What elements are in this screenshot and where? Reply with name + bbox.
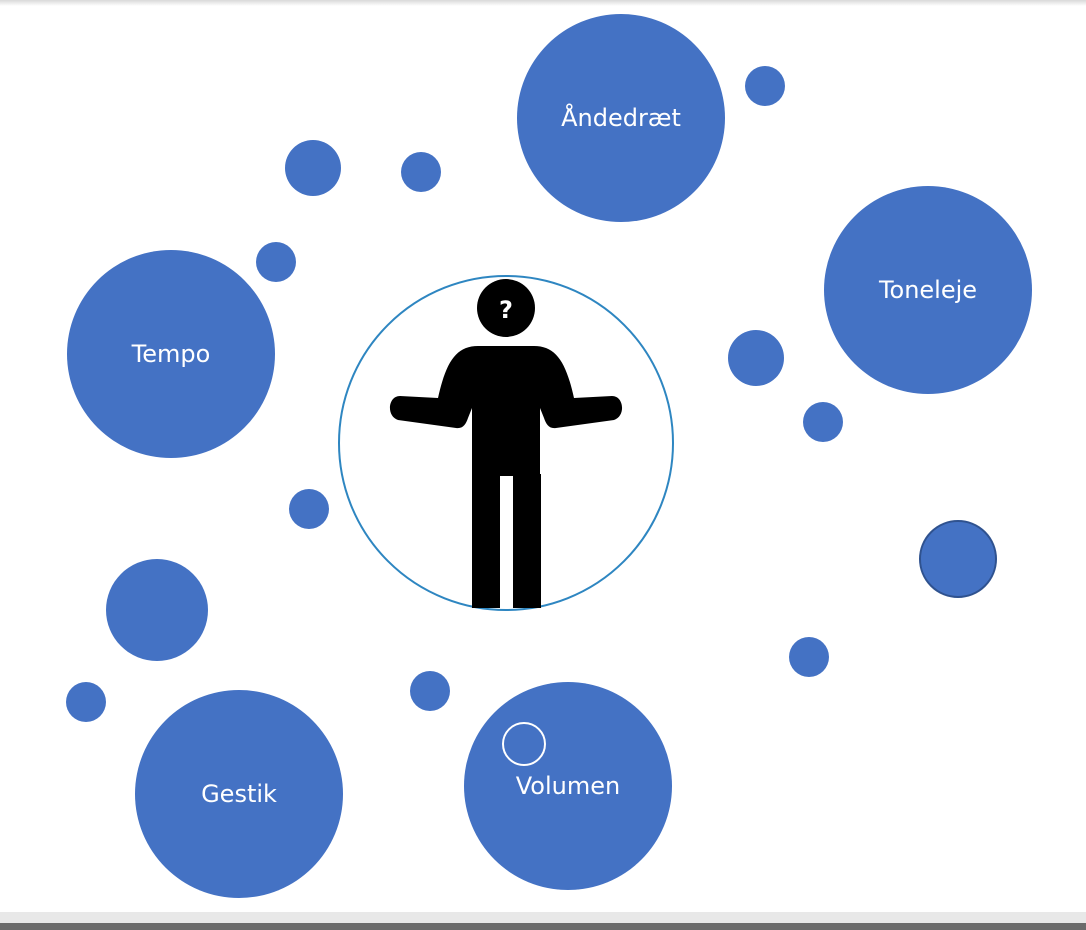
bubble-label-tempo: Tempo (131, 340, 211, 368)
bottom-bar (0, 912, 1086, 930)
bubble-label-andedraet: Åndedræt (561, 103, 681, 132)
bubble-gestik: Gestik (135, 690, 343, 898)
small-bubble (285, 140, 341, 196)
small-bubble (401, 152, 441, 192)
small-bubble (789, 637, 829, 677)
bubble-label-volumen: Volumen (516, 772, 620, 800)
small-bubble (410, 671, 450, 711)
bubble-andedraet: Åndedræt (517, 14, 725, 222)
small-bubble (256, 242, 296, 282)
top-edge (0, 0, 1086, 6)
small-bubble-outlined (919, 520, 997, 598)
center-person: ? (338, 275, 674, 611)
small-bubble (803, 402, 843, 442)
question-mark-label: ? (499, 296, 513, 324)
small-bubble (728, 330, 784, 386)
small-bubble (289, 489, 329, 529)
bubble-toneleje: Toneleje (824, 186, 1032, 394)
small-bubble (66, 682, 106, 722)
bubble-label-toneleje: Toneleje (878, 276, 977, 304)
small-bubble (106, 559, 208, 661)
small-bubble (745, 66, 785, 106)
bubble-label-gestik: Gestik (201, 780, 277, 808)
bubble-tempo: Tempo (67, 250, 275, 458)
bubble-volumen: Volumen (464, 682, 672, 890)
person-shrugging-question-icon: ? (389, 279, 623, 608)
hollow-ring-icon (502, 722, 546, 766)
